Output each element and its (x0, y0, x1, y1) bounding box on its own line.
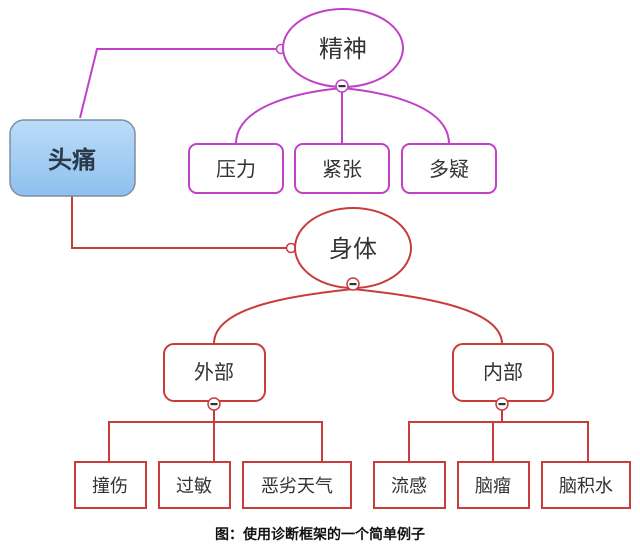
collapse-button-internal[interactable] (495, 397, 509, 411)
leaf-node-injury[interactable]: 撞伤 (74, 461, 147, 509)
branch-label-mental: 精神 (319, 35, 367, 63)
sub-branch-node-internal[interactable]: 内部 (452, 343, 554, 402)
leaf-label: 流感 (391, 476, 427, 497)
leaf-node-pressure[interactable]: 压力 (188, 143, 284, 194)
branch-label-physical: 身体 (329, 235, 377, 263)
minus-icon (349, 283, 357, 286)
connector-root-physical (71, 196, 287, 249)
leaf-label: 恶劣天气 (261, 476, 333, 497)
root-label: 头痛 (48, 146, 96, 174)
physical-connectors (213, 288, 503, 344)
leaf-node-suspicion[interactable]: 多疑 (401, 143, 497, 194)
leaf-node-tension[interactable]: 紧张 (294, 143, 390, 194)
leaf-label: 撞伤 (92, 476, 128, 497)
leaf-node-flu[interactable]: 流感 (373, 461, 446, 509)
leaf-label: 多疑 (429, 157, 469, 181)
collapse-button-mental[interactable] (335, 79, 349, 93)
branch-node-mental[interactable]: 精神 (282, 8, 404, 88)
leaf-node-allergy[interactable]: 过敏 (158, 461, 231, 509)
mental-connectors (235, 87, 450, 144)
minus-icon (210, 403, 218, 406)
collapse-button-physical[interactable] (346, 277, 360, 291)
external-connectors (108, 410, 323, 462)
leaf-node-hydrocephalus[interactable]: 脑积水 (541, 461, 631, 509)
root-node[interactable]: 头痛 (9, 119, 136, 197)
branch-node-physical[interactable]: 身体 (294, 207, 412, 289)
leaf-node-brain-tumor[interactable]: 脑瘤 (457, 461, 530, 509)
internal-connectors (408, 410, 589, 462)
sub-branch-node-external[interactable]: 外部 (163, 343, 266, 402)
minus-icon (338, 85, 346, 88)
leaf-label: 紧张 (322, 157, 362, 181)
leaf-node-bad-weather[interactable]: 恶劣天气 (242, 461, 352, 509)
leaf-label: 过敏 (176, 476, 212, 497)
connector-root-mental (79, 48, 278, 119)
minus-icon (498, 403, 506, 406)
leaf-label: 脑积水 (559, 476, 613, 497)
collapse-button-external[interactable] (207, 397, 221, 411)
leaf-label: 压力 (216, 157, 256, 181)
figure-caption: 图：使用诊断框架的一个简单例子 (215, 527, 425, 543)
sub-branch-label: 内部 (483, 360, 523, 384)
sub-branch-label: 外部 (194, 360, 234, 384)
leaf-label: 脑瘤 (475, 476, 511, 497)
